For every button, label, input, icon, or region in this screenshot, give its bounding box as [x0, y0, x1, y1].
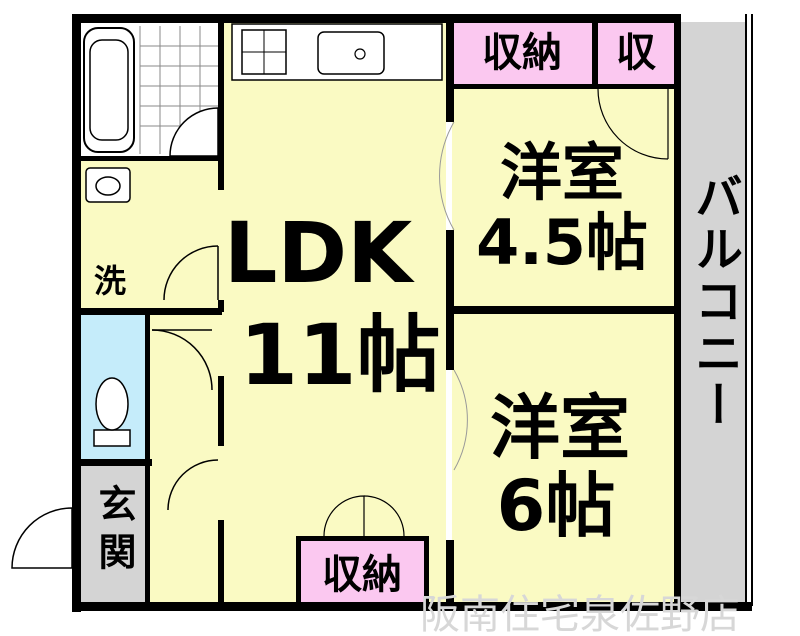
- western-room-1-name: 洋室: [500, 136, 624, 209]
- storage-top-small: [598, 22, 674, 84]
- storage-door-arc: [597, 88, 669, 160]
- kitchen-sink: [317, 31, 385, 75]
- western-room-2-door-arc: [453, 369, 468, 471]
- ldk-floor: [222, 22, 446, 602]
- western-room-1-floor: [452, 86, 674, 310]
- balcony-floor: [680, 22, 746, 602]
- storage-bottom: [298, 540, 424, 602]
- walls: [72, 14, 752, 612]
- storage-bottom-door-right: [363, 495, 405, 537]
- storage-top-main: [452, 22, 592, 84]
- watermark: 阪南住宅泉佐野店: [420, 592, 740, 636]
- balcony-railing: [745, 14, 753, 606]
- toilet-bowl: [95, 377, 129, 431]
- bathtub-inner: [89, 39, 129, 141]
- storage-top-main-label: 収納: [482, 30, 562, 76]
- storage-top-small-label: 収: [616, 30, 656, 76]
- washroom-label: 洗: [94, 262, 126, 300]
- corridor-door-arc: [167, 459, 219, 511]
- ldk-size: 11帖: [240, 306, 441, 404]
- entrance-floor: [80, 464, 148, 602]
- toilet-tank: [93, 429, 131, 447]
- washbasin-bowl: [95, 176, 121, 196]
- ldk-name: LDK: [224, 204, 415, 302]
- balcony-label: バルコニー: [686, 172, 742, 432]
- sink-drain: [354, 48, 366, 60]
- entrance-door-arc: [11, 507, 73, 569]
- western-room-1-size: 4.5帖: [476, 206, 648, 279]
- western-room-2-size: 6帖: [497, 465, 616, 547]
- western-room-1-door-arc: [439, 121, 455, 231]
- western-room-2-name: 洋室: [490, 387, 630, 469]
- entrance-label: 玄関: [92, 484, 136, 580]
- toilet-door-arc: [151, 329, 213, 391]
- storage-bottom-door-left: [323, 495, 365, 537]
- washroom-door-arc: [163, 245, 219, 301]
- corridor-floor: [148, 312, 224, 602]
- western-room-2-floor: [452, 314, 674, 602]
- storage-bottom-label: 収納: [322, 552, 402, 598]
- bathroom-door-arc: [169, 107, 219, 157]
